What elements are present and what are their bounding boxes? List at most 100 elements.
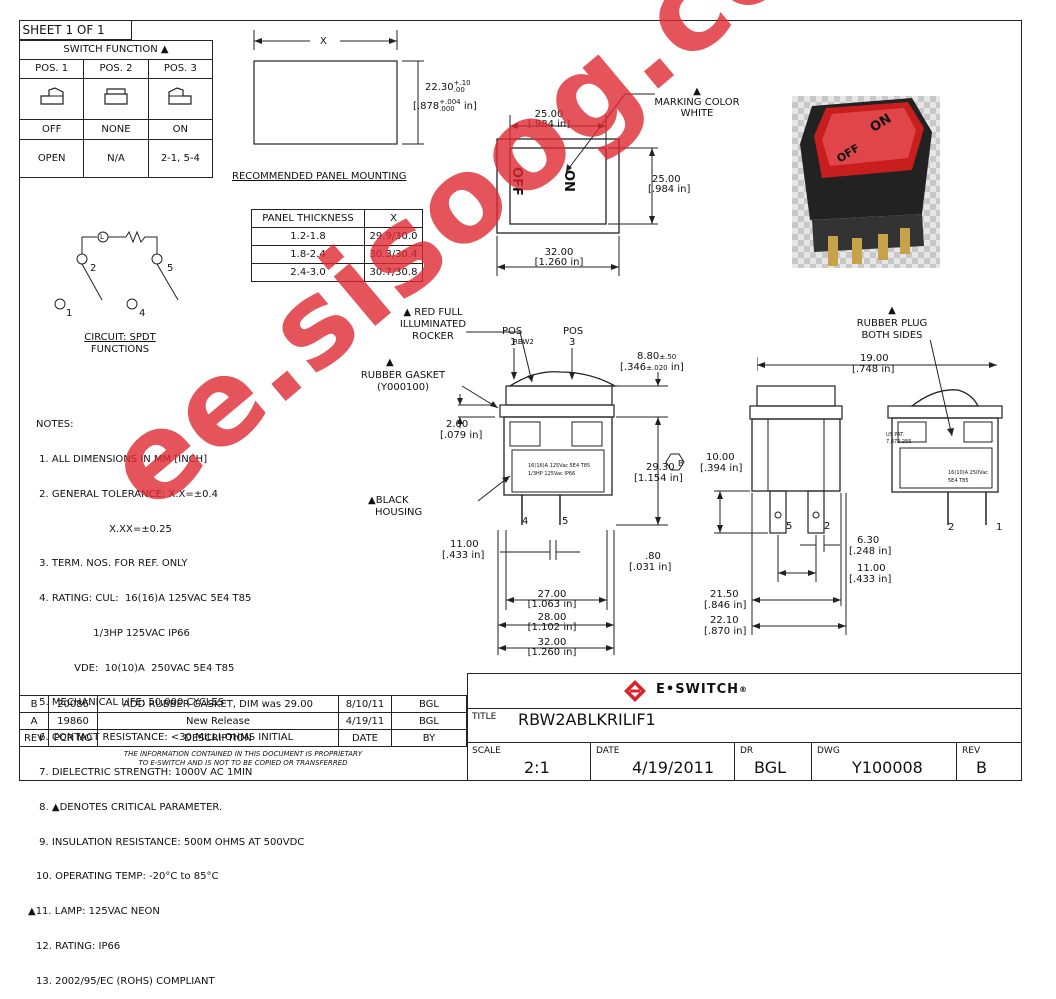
table-row: A 19860 New Release 4/19/11 BGL — [19, 712, 467, 730]
dr-label: DR — [740, 746, 754, 756]
part-number: RBW2ABLKRILIF1 — [518, 710, 656, 729]
rear-pat: US PAT. — [886, 432, 905, 438]
state-pos1: OFF — [18, 118, 85, 140]
dim-080: .80 — [645, 551, 661, 562]
note-line: VDE: 10(10)A 250VAC 5E4 T85 — [36, 662, 235, 674]
dim-2800-in: [1.102 in] — [527, 622, 577, 633]
panel-x-label: X — [320, 36, 327, 47]
rocker-callout2: ILLUMINATED — [399, 319, 467, 330]
panel-height-in: [.878+.004.000 in] — [413, 98, 477, 113]
rear-term-2: 2 — [948, 522, 955, 533]
pos3-label: POS — [563, 326, 584, 337]
dr-value: BGL — [754, 758, 787, 777]
pos1-label: POS — [502, 326, 523, 337]
dim-1100: 11.00 — [450, 539, 479, 550]
rocker-pos2-icon — [83, 77, 149, 120]
cell: New Release — [97, 712, 339, 730]
cell: 30.7/30.8 — [364, 263, 423, 282]
term-4: 4 — [522, 516, 529, 527]
side-label-top: RBW2 — [513, 338, 534, 346]
cell: BGL — [391, 712, 467, 730]
dim-end-2150: 21.50 — [710, 589, 739, 600]
dim-end-1100: 11.00 — [857, 563, 886, 574]
dim-2930: 29.30 — [646, 462, 675, 473]
switch-function-table: SHEET 1 OF 1 SWITCH FUNCTION ▲ POS. 1 PO… — [18, 20, 214, 178]
cell: 4/19/11 — [338, 712, 392, 730]
gasket-callout2: (Y000100) — [376, 382, 430, 393]
rear-view-drawing — [887, 340, 1003, 525]
revision-table: B 20086 ADD RUBBER GASKET, DIM was 29.00… — [19, 695, 467, 747]
scale-value: 2:1 — [524, 758, 550, 777]
dim-1900-in: [.748 in] — [852, 364, 895, 375]
date-value: 4/19/2011 — [632, 758, 715, 777]
side-label-spec1: 16(16)A 125Vac 5E4 T85 — [528, 463, 591, 469]
end-term-5: 5 — [786, 521, 793, 532]
gasket-tri: ▲ — [386, 357, 394, 368]
dim-end-1000: 10.00 — [706, 452, 735, 463]
housing-callout: ▲BLACK — [368, 495, 409, 506]
dim-3200: 32.00 — [537, 637, 567, 648]
cell: 2.4-3.0 — [251, 263, 365, 282]
dim-2800: 28.00 — [537, 612, 567, 623]
circuit-pos1: OPEN — [18, 138, 85, 178]
table-row: B 20086 ADD RUBBER GASKET, DIM was 29.00… — [19, 695, 467, 713]
dim-1900-lines — [757, 357, 997, 371]
panel-height-dim: 22.30+.10.00 — [425, 79, 471, 94]
dim-2700: 27.00 — [537, 589, 567, 600]
note-line: ▲11. LAMP: 125VAC NEON — [28, 906, 160, 918]
rocker-pos1-icon — [18, 77, 85, 120]
end-term-2: 2 — [824, 521, 831, 532]
eswitch-logo-icon — [624, 680, 646, 702]
note-line: 2. GENERAL TOLERANCE: X.X=±0.4 — [36, 488, 219, 500]
circuit-caption: CIRCUIT: SPDT — [84, 332, 156, 343]
front-w: 25.00 — [534, 109, 564, 120]
rev-value: B — [976, 758, 987, 777]
note-line: 4. RATING: CUL: 16(16)A 125VAC 5E4 T85 — [36, 593, 252, 605]
note-line: 10. OPERATING TEMP: -20°C to 85°C — [36, 871, 219, 883]
side-view-drawing — [457, 331, 685, 655]
cell: 20086 — [48, 695, 98, 713]
cell: 19860 — [48, 712, 98, 730]
dim-end-1000-in: [.394 in] — [700, 463, 743, 474]
dim-880: 8.80±.50 — [637, 351, 677, 362]
marking-color-white: WHITE — [680, 108, 714, 119]
scale-label: SCALE — [472, 746, 501, 756]
note-line: 1/3HP 125VAC IP66 — [36, 627, 190, 639]
dim-end-2210: 22.10 — [710, 615, 739, 626]
dim-2930-in: [1.154 in] — [634, 473, 683, 484]
circuit-n1: 1 — [66, 308, 73, 319]
col-pos3: POS. 3 — [147, 58, 214, 79]
date-label: DATE — [596, 746, 620, 756]
cell: BGL — [391, 695, 467, 713]
panel-cutout-drawing — [253, 30, 424, 145]
circuit-l: L — [100, 233, 104, 241]
note-line: NOTES: — [36, 419, 74, 431]
rev-label: REV — [962, 746, 981, 756]
rev-cell — [956, 742, 1022, 781]
note-line: 9. INSULATION RESISTANCE: 500M OHMS AT 5… — [36, 836, 305, 848]
rear-spec2: 5E4 T85 — [948, 478, 969, 484]
rocker-pos3-icon — [147, 77, 214, 120]
cell: ADD RUBBER GASKET, DIM was 29.00 — [97, 695, 339, 713]
rear-pat2: 7,872,255 — [886, 439, 912, 445]
circuit-pos2: N/A — [83, 138, 149, 178]
pos3-num: 3 — [569, 337, 576, 348]
dim-2700-in: [1.063 in] — [527, 599, 577, 610]
dim-end-2210-in: [.870 in] — [704, 626, 747, 637]
cell: DESCRIPTION — [97, 729, 339, 747]
dim-1100-in: [.433 in] — [442, 550, 485, 561]
housing-callout2: HOUSING — [375, 507, 423, 518]
brand-name: E•SWITCH® — [656, 682, 749, 697]
front-h: 25.00 — [652, 174, 681, 185]
dim-880-in: [.346±.020 in] — [620, 362, 684, 373]
dim-end-2150-in: [.846 in] — [704, 600, 747, 611]
front-view-drawing — [496, 93, 658, 276]
circuit-pos3: 2-1, 5-4 — [147, 138, 214, 178]
dwg-value: Y100008 — [852, 758, 923, 777]
sheet-box — [19, 20, 132, 40]
note-line: 12. RATING: IP66 — [36, 940, 121, 952]
cell: PCR NO — [48, 729, 98, 747]
rear-term-1: 1 — [996, 522, 1003, 533]
cell: BY — [391, 729, 467, 747]
